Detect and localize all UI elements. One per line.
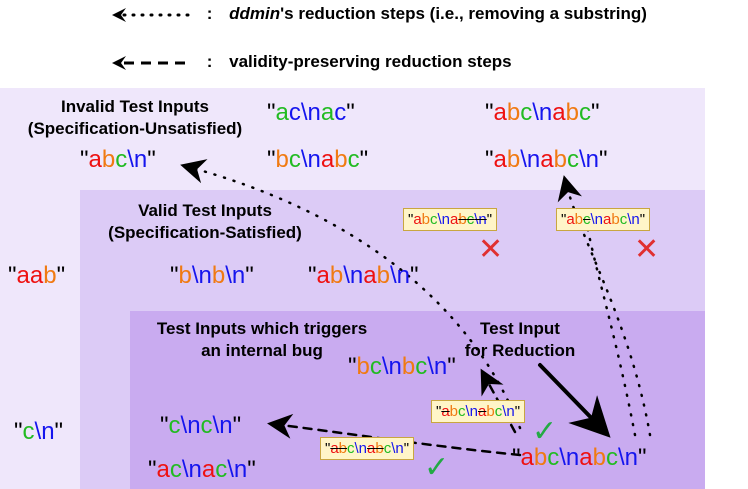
cross-icon: ✕ xyxy=(634,233,660,266)
ddmin-candidate-box-2: "abc\nabc\n" xyxy=(556,208,651,231)
legend-dotted-text: 's reduction steps (i.e., removing a sub… xyxy=(280,4,647,23)
dotted-arrow-icon xyxy=(112,7,190,22)
solid-arrow-to-target xyxy=(538,363,611,438)
target-string-abc-nabc-n: "abc\nabc\n" xyxy=(512,444,647,471)
dashed-arrow-icon xyxy=(112,55,188,70)
string-bc-nbc-n: "bc\nbc\n" xyxy=(348,353,456,380)
string-c-nc-n: "c\nc\n" xyxy=(160,412,242,439)
legend-dashed-text: validity-preserving reduction steps xyxy=(229,52,512,71)
string-c-n: "c\n" xyxy=(14,418,64,445)
string-abc-n: "abc\n" xyxy=(80,146,156,173)
string-aab: "aab" xyxy=(8,262,66,289)
legend-dotted: : ddmin's reduction steps (i.e., removin… xyxy=(110,4,647,25)
string-abc-nabc: "abc\nabc" xyxy=(485,99,600,126)
string-ab-nab-n: "ab\nab\n" xyxy=(308,262,419,289)
legend-ddmin-name: ddmin xyxy=(229,4,281,23)
string-ac-nac-n: "ac\nac\n" xyxy=(148,456,256,483)
check-icon: ✓ xyxy=(424,451,450,484)
valid-region-label: Valid Test Inputs(Specification-Satisfie… xyxy=(108,201,302,242)
valid-candidate-box-2: "abc\nabc\n" xyxy=(320,437,415,460)
ddmin-candidate-box-1: "abc\nabc\n" xyxy=(403,208,498,231)
dotted-arrow-to-invalid xyxy=(180,159,522,430)
dotted-arrow-2 xyxy=(583,213,637,437)
string-ac-nac: "ac\nac" xyxy=(267,99,355,126)
legend-dashed: : validity-preserving reduction steps xyxy=(110,52,512,73)
string-bc-nabc: "bc\nabc" xyxy=(267,146,369,173)
invalid-region-label: Invalid Test Inputs(Specification-Unsati… xyxy=(27,97,243,138)
check-icon: ✓ xyxy=(532,415,558,448)
string-ab-nabc-n: "ab\nabc\n" xyxy=(485,146,608,173)
valid-candidate-box-1: "abc\nabc\n" xyxy=(431,400,526,423)
cross-icon: ✕ xyxy=(478,233,504,266)
string-b-nb-n: "b\nb\n" xyxy=(170,262,254,289)
